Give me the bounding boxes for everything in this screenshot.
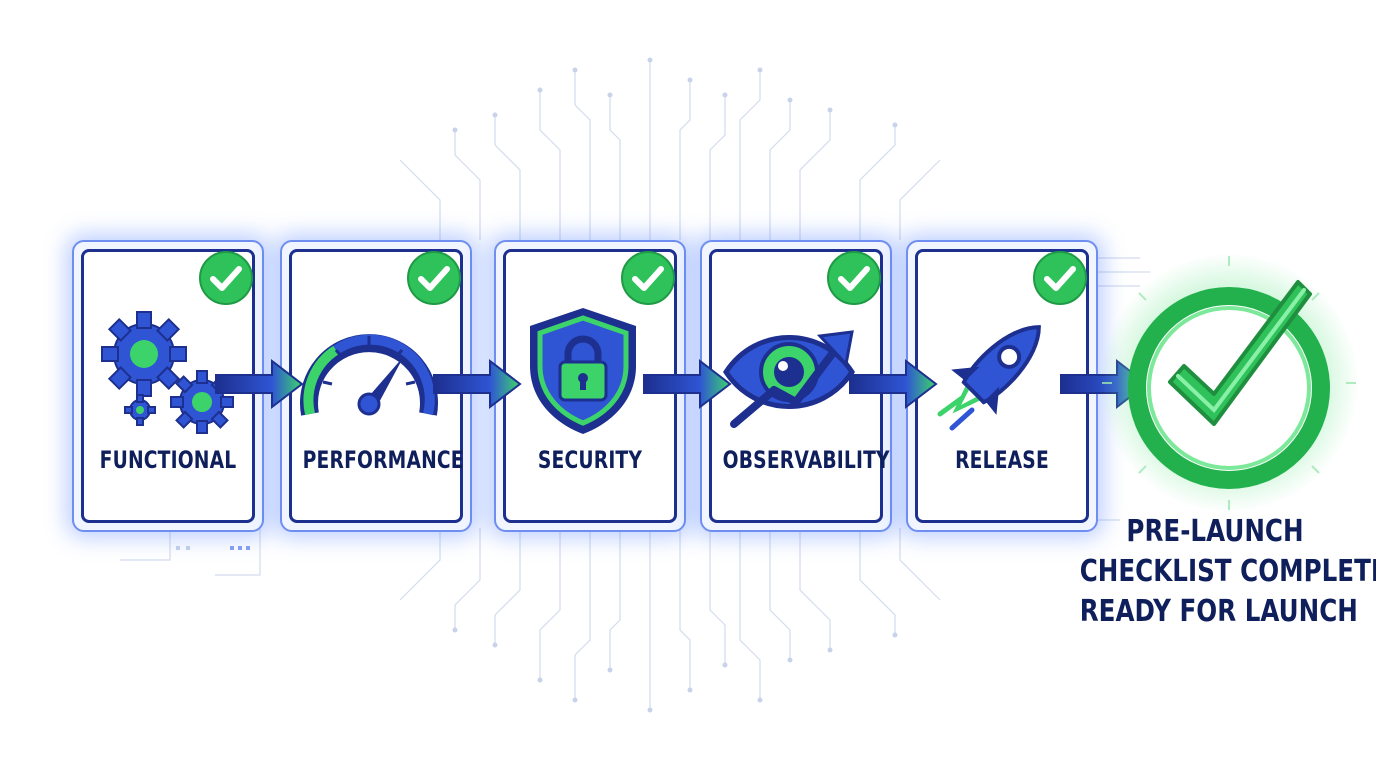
speedometer-icon bbox=[300, 334, 438, 416]
check-badge-icon bbox=[407, 251, 461, 305]
stage-label: OBSERVABILITY bbox=[722, 446, 890, 474]
stage-card-observability: OBSERVABILITY bbox=[700, 240, 892, 532]
completion-line: PRE-LAUNCH bbox=[1126, 514, 1304, 549]
arrow-right-icon bbox=[433, 358, 522, 410]
completion-message: PRE-LAUNCH CHECKLIST COMPLETE: READY FOR… bbox=[1079, 512, 1376, 632]
stage-label: SECURITY bbox=[537, 446, 643, 474]
completion-line: CHECKLIST COMPLETE: bbox=[1079, 554, 1376, 589]
rocket-icon bbox=[937, 325, 1041, 431]
completion-line: READY FOR LAUNCH bbox=[1079, 594, 1358, 629]
arrow-right-icon bbox=[849, 358, 938, 410]
stage-label: PERFORMANCE bbox=[302, 446, 464, 474]
shield-lock-icon bbox=[530, 308, 636, 434]
stage-label: FUNCTIONAL bbox=[99, 446, 237, 474]
check-badge-icon bbox=[621, 251, 675, 305]
check-badge-icon bbox=[1033, 251, 1087, 305]
large-check-icon bbox=[1099, 253, 1359, 513]
check-badge-icon bbox=[199, 251, 253, 305]
eye-trend-icon bbox=[723, 330, 855, 428]
arrow-right-icon bbox=[643, 358, 732, 410]
stage-label: RELEASE bbox=[955, 446, 1049, 474]
check-badge-icon bbox=[827, 251, 881, 305]
arrow-right-icon bbox=[215, 358, 304, 410]
gears-icon bbox=[101, 311, 234, 434]
